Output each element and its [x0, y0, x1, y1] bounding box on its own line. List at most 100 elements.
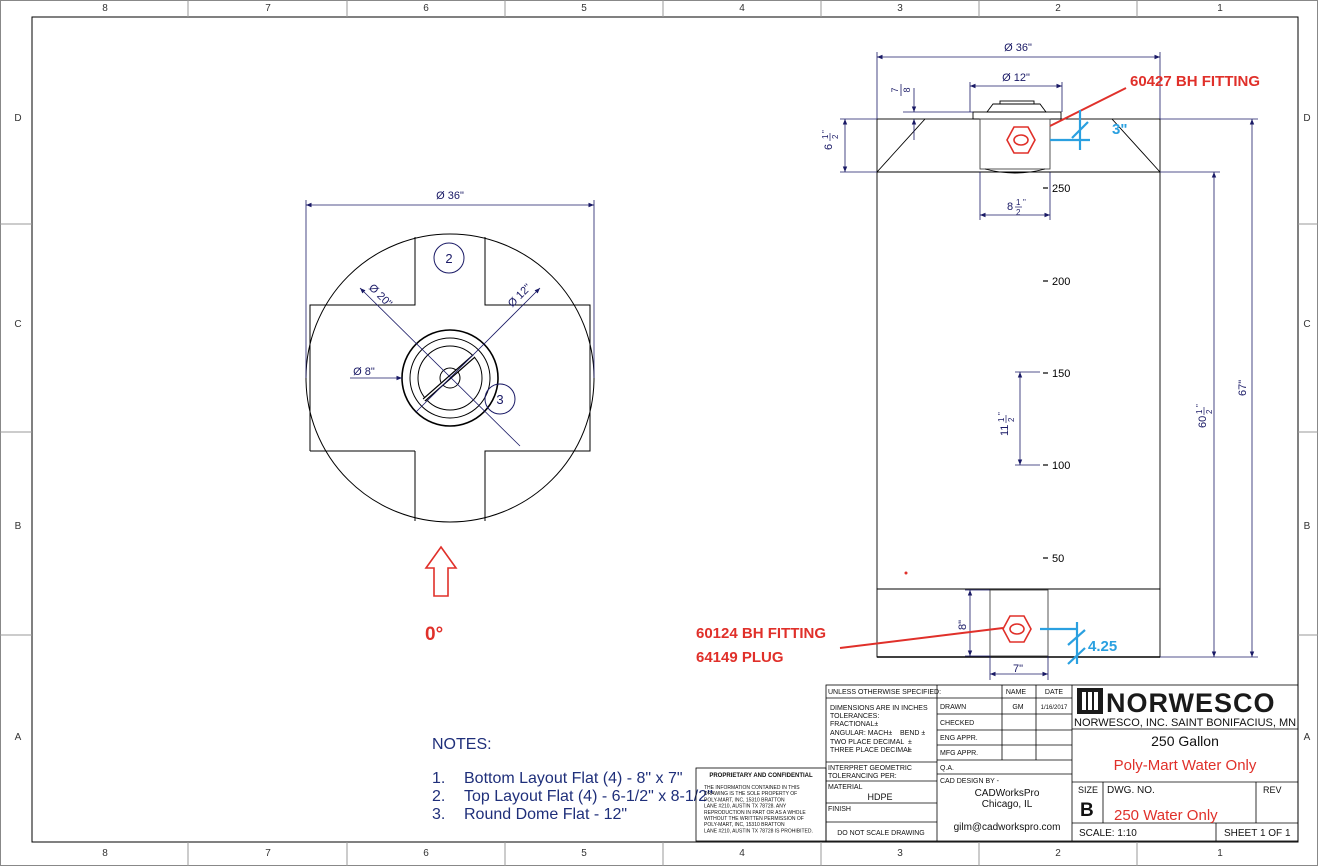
frame-col-label: 1 — [1217, 3, 1223, 14]
tb-scale: SCALE: 1:10 — [1079, 828, 1137, 839]
annotation-lines — [839, 87, 1127, 665]
side-dia-12-label: Ø 12" — [1002, 72, 1030, 84]
tb-cad-city: Chicago, IL — [982, 799, 1033, 810]
orientation-angle: 0° — [425, 624, 443, 645]
frame-col-label: 8 — [102, 848, 108, 859]
dim-11-1-2-inch: " — [997, 412, 1006, 415]
top-dia-8-label: Ø 8" — [353, 366, 375, 378]
tb-drawn-name: GM — [1012, 704, 1023, 711]
note-2-text: Top Layout Flat (4) - 6-1/2" x 8-1/2" — [464, 788, 713, 805]
bottom-fitting-label: 60124 BH FITTING — [696, 625, 826, 642]
top-fitting-icon — [1006, 126, 1036, 154]
gallon-mark-label: 50 — [1052, 553, 1064, 565]
dim-6-1-2: 6 1 2 " — [821, 130, 840, 150]
tb-angular: ANGULAR: MACH± — [830, 730, 892, 737]
dim-60-1-2-num: 1 — [1195, 409, 1204, 414]
note-1-text: Bottom Layout Flat (4) - 8" x 7" — [464, 770, 683, 787]
tb-proprietary-title: PROPRIETARY AND CONFIDENTIAL — [709, 773, 813, 779]
frame-col-label: 1 — [1217, 848, 1223, 859]
top-fitting-offset: 3" — [1112, 121, 1127, 138]
frame-row-label: B — [1304, 521, 1311, 532]
gallon-mark-label: 150 — [1052, 368, 1070, 380]
title-block-text: UNLESS OTHERWISE SPECIFIED: DIMENSIONS A… — [704, 688, 1296, 839]
dim-8-1-2: 8 1 2 " — [1007, 198, 1026, 217]
tb-unless: UNLESS OTHERWISE SPECIFIED: — [828, 689, 941, 696]
frame-row-label: A — [15, 732, 22, 743]
tb-title: 250 Gallon — [1151, 733, 1219, 749]
frame-col-label: 2 — [1055, 3, 1061, 14]
tb-drawn: DRAWN — [940, 704, 966, 711]
tb-material-value: HDPE — [867, 792, 892, 802]
tb-proprietary-line: THE INFORMATION CONTAINED IN THIS — [704, 785, 800, 791]
dim-11-1-2-den: 2 — [1007, 417, 1016, 422]
frame-row-label: A — [1304, 732, 1311, 743]
gallon-mark-label: 100 — [1052, 460, 1070, 472]
dim-11-1-2-num: 1 — [997, 417, 1006, 422]
frame-col-label: 4 — [739, 848, 745, 859]
note-2-num: 2. — [432, 788, 445, 805]
tb-name-col: NAME — [1006, 689, 1027, 696]
dim-8-1-2-inch: " — [1023, 198, 1026, 207]
dim-7-8: 7 8 — [890, 84, 912, 96]
dim-7-8-den: 8 — [902, 87, 912, 92]
tb-proprietary-line: POLY-MART, INC, 15310 BRATTON — [704, 822, 785, 828]
tb-qa: Q.A. — [940, 765, 954, 772]
top-dia-20-label: Ø 20" — [366, 282, 394, 310]
frame-col-label: 7 — [265, 3, 271, 14]
dim-11-1-2: 11 1 2 " — [997, 412, 1016, 436]
dim-7-label: 7" — [1013, 663, 1023, 675]
frame-row-label: C — [14, 319, 21, 330]
notes: NOTES: 1. Bottom Layout Flat (4) - 8" x … — [432, 736, 713, 823]
dim-8-1-2-den: 2 — [1016, 208, 1021, 217]
tb-eng-appr: ENG APPR. — [940, 735, 978, 742]
tb-do-not-scale: DO NOT SCALE DRAWING — [837, 830, 925, 837]
frame-col-label: 6 — [423, 848, 429, 859]
side-dia-36-label: Ø 36" — [1004, 42, 1032, 54]
frame-col-label: 5 — [581, 3, 587, 14]
dim-60-1-2-den: 2 — [1205, 409, 1214, 414]
tb-checked: CHECKED — [940, 720, 974, 727]
top-dia-12-label: Ø 12" — [506, 282, 534, 310]
tb-material-label: MATERIAL — [828, 784, 863, 791]
tb-cad-email: gilm@cadworkspro.com — [954, 822, 1061, 833]
top-view-dimensions — [305, 200, 595, 447]
tb-subtitle: Poly-Mart Water Only — [1114, 757, 1257, 774]
side-view-dimensions — [840, 52, 1258, 680]
frame-col-label: 3 — [897, 848, 903, 859]
red-dot — [904, 571, 908, 575]
dim-8-1-2-whole: 8 — [1007, 201, 1013, 213]
dim-60-1-2-inch: " — [1195, 404, 1204, 407]
tb-sheet: SHEET 1 OF 1 — [1224, 828, 1291, 839]
tb-proprietary-line: POLY-MART, INC, 15310 BRATTON — [704, 797, 785, 803]
bottom-fitting-icon — [1002, 615, 1032, 643]
bottom-fitting-offset: 4.25 — [1088, 638, 1117, 655]
notes-title: NOTES: — [432, 736, 492, 753]
callout-3: 3 — [496, 392, 503, 407]
tb-company-line: NORWESCO, INC. SAINT BONIFACIUS, MN — [1074, 717, 1296, 729]
tb-two-place-sym: ± — [908, 739, 912, 746]
frame-col-label: 4 — [739, 3, 745, 14]
tb-proprietary-line: DRAWING IS THE SOLE PROPERTY OF — [704, 791, 797, 797]
tb-bend: BEND ± — [900, 730, 925, 737]
callout-2: 2 — [445, 251, 452, 266]
dim-8-label: 8" — [957, 620, 969, 630]
dim-67-label: 67" — [1237, 380, 1249, 396]
orientation-arrow-icon — [424, 545, 458, 597]
tb-tolerances: TOLERANCES: — [830, 713, 879, 720]
frame-col-label: 7 — [265, 848, 271, 859]
tb-size-value: B — [1080, 800, 1094, 821]
side-view — [876, 100, 1161, 658]
tb-dwg-no-label: DWG. NO. — [1107, 785, 1155, 796]
tb-mfg-appr: MFG APPR. — [940, 750, 978, 757]
note-3-num: 3. — [432, 806, 445, 823]
dim-6-1-2-den: 2 — [831, 134, 840, 139]
title-block — [695, 684, 1299, 842]
dim-6-1-2-whole: 6 — [823, 144, 835, 150]
tb-proprietary-line: REPRODUCTION IN PART OR AS A WHOLE — [704, 810, 806, 816]
tb-tolerancing: TOLERANCING PER: — [828, 773, 897, 780]
tb-proprietary-line: LANE #210, AUSTIN TX 78728 IS PROHIBITED… — [704, 828, 813, 834]
